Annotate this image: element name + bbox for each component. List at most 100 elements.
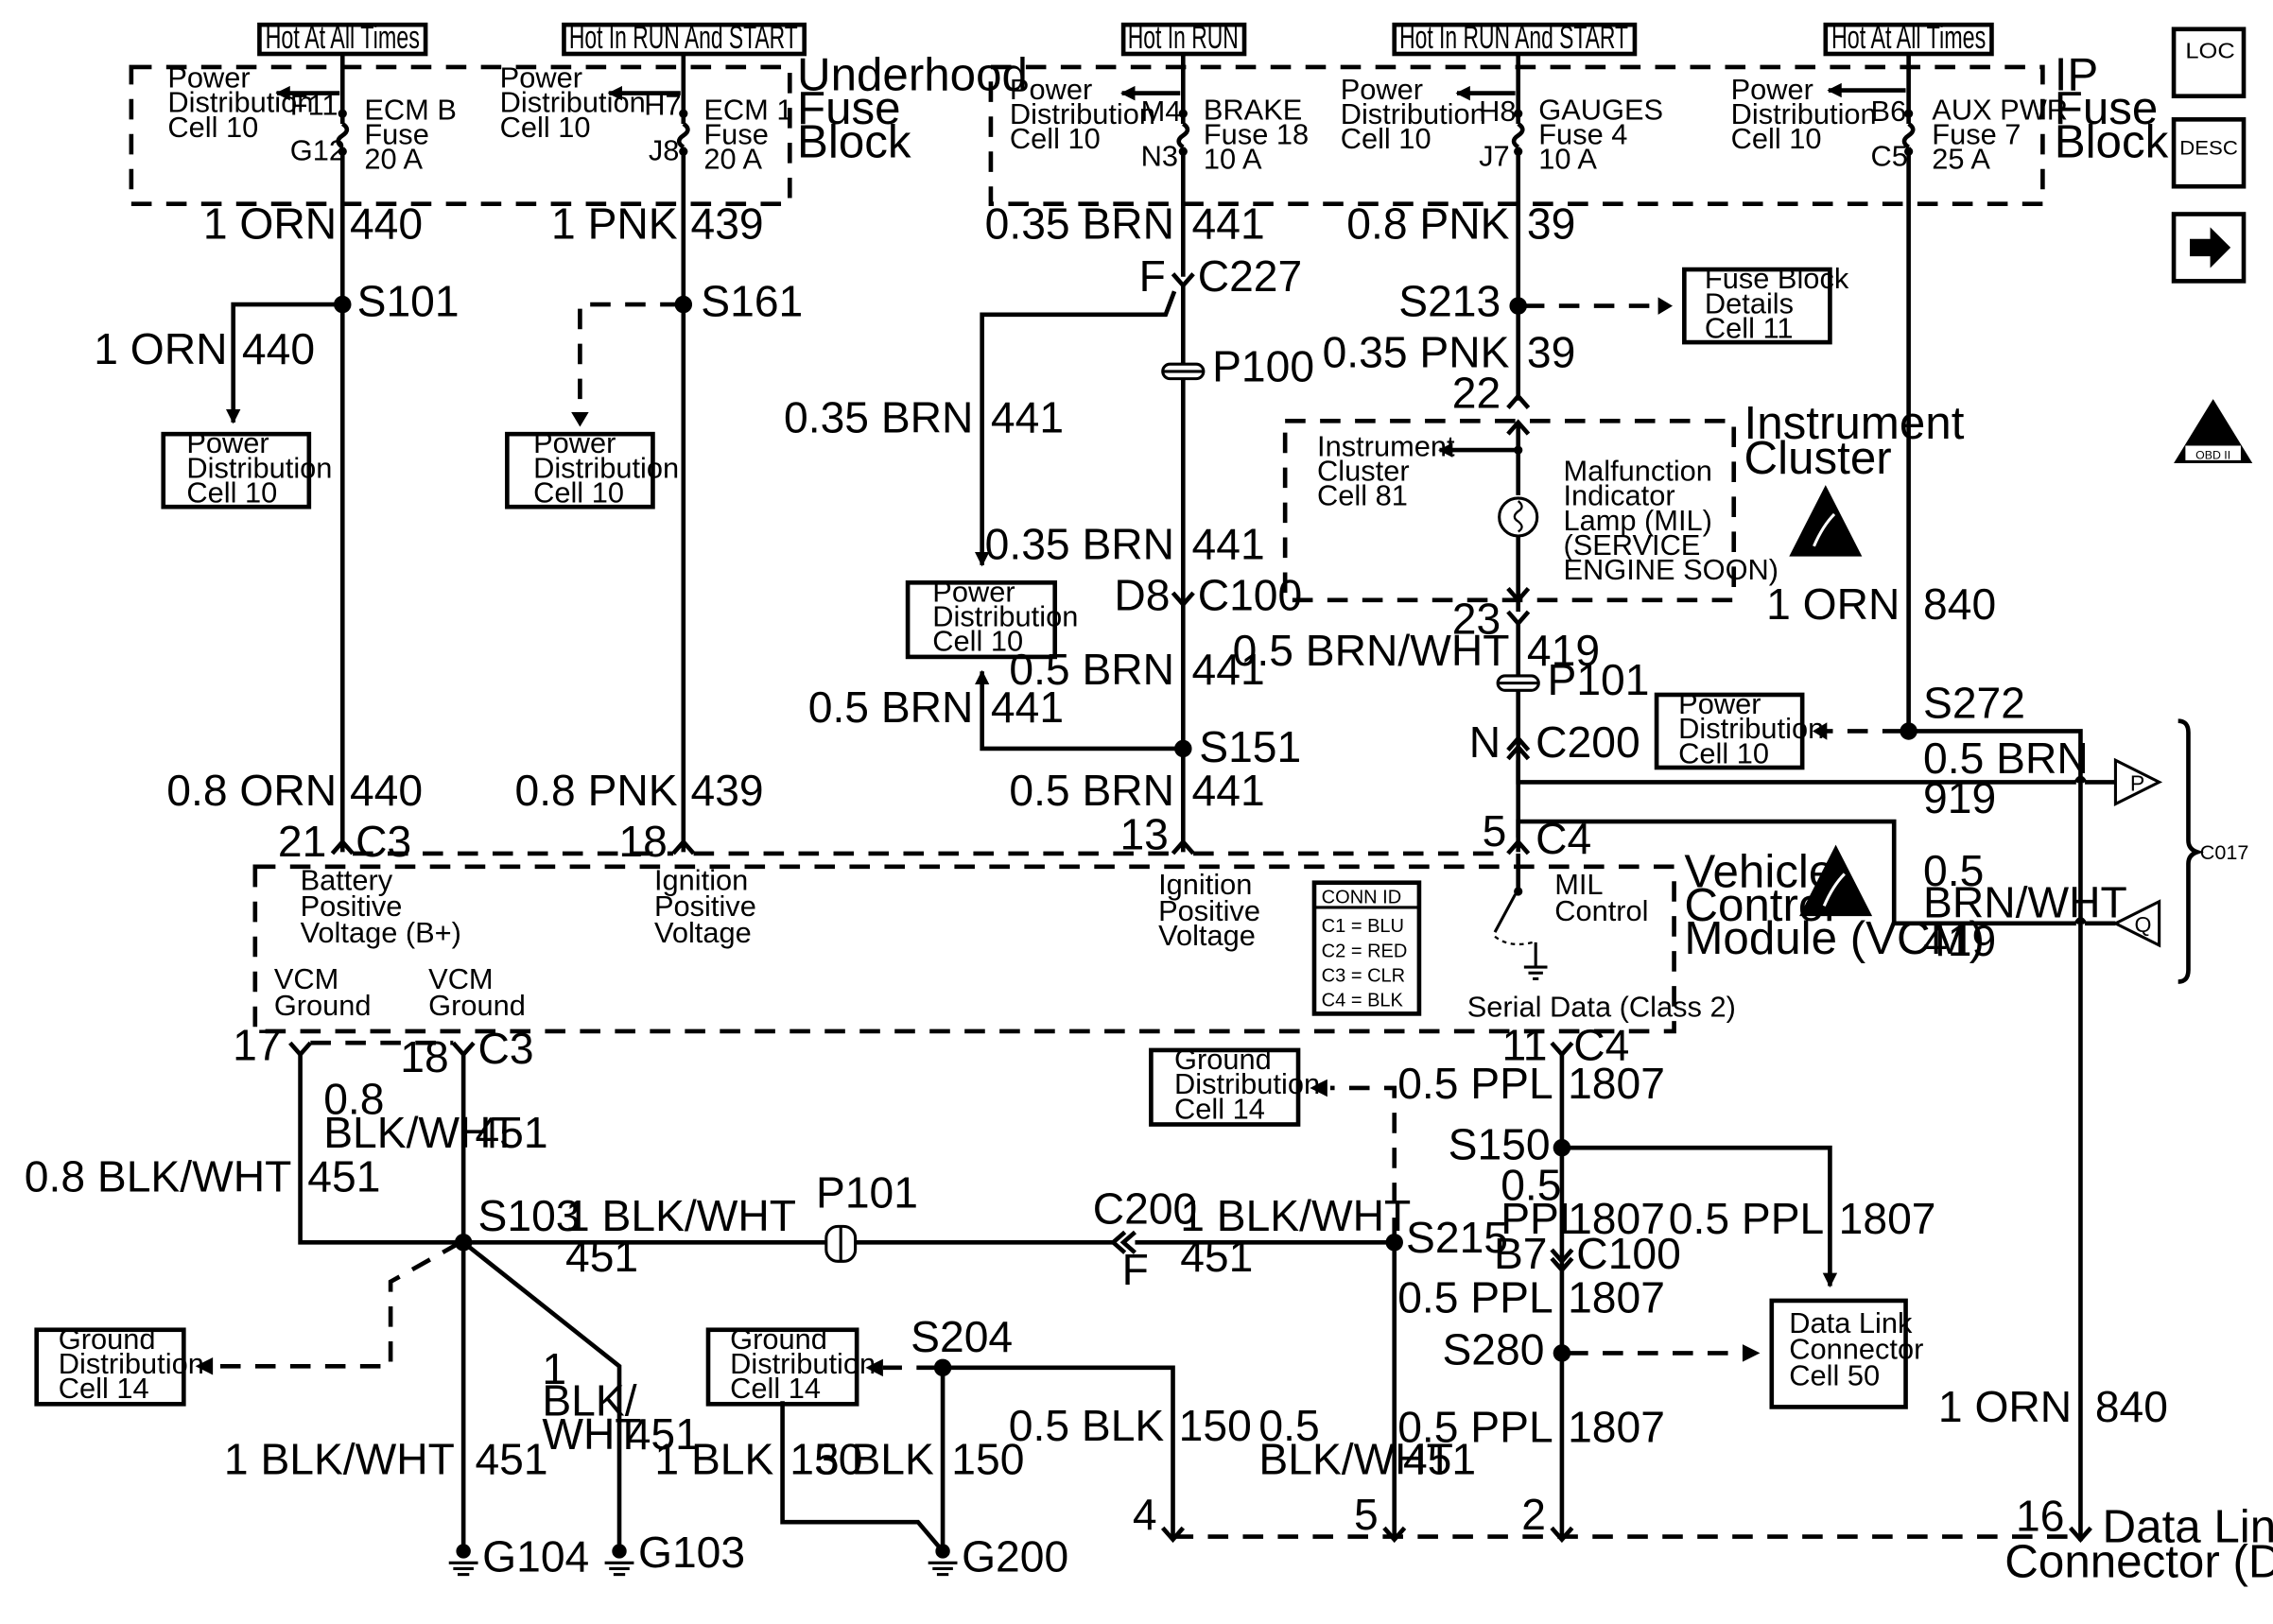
connector-p100: P100 bbox=[1161, 342, 1314, 391]
svg-text:WHT: WHT bbox=[542, 1409, 641, 1459]
svg-text:451: 451 bbox=[307, 1151, 380, 1201]
svg-text:S101: S101 bbox=[357, 276, 460, 325]
loc-icon[interactable]: LOC bbox=[2171, 26, 2247, 99]
svg-text:Cell 14: Cell 14 bbox=[1174, 1092, 1265, 1125]
svg-text:Voltage (B+): Voltage (B+) bbox=[301, 916, 461, 949]
vcm-connectors-top: 21 C3 18 13 5 C4 bbox=[278, 806, 1591, 866]
svg-text:0.5 PPL: 0.5 PPL bbox=[1397, 1059, 1553, 1108]
svg-text:18: 18 bbox=[400, 1032, 448, 1081]
svg-text:0.5: 0.5 bbox=[1923, 846, 1984, 895]
box-dlc-cell-50[interactable]: Data Link Connector Cell 50 bbox=[1769, 1298, 1924, 1409]
svg-text:Cell 10: Cell 10 bbox=[167, 111, 258, 144]
svg-text:Power: Power bbox=[533, 426, 616, 459]
svg-text:H8: H8 bbox=[1479, 95, 1516, 128]
svg-text:Distribution: Distribution bbox=[59, 1347, 204, 1380]
svg-text:Malfunction: Malfunction bbox=[1563, 454, 1711, 487]
svg-text:Hot In RUN: Hot In RUN bbox=[1128, 20, 1239, 56]
splice-s103: S103 bbox=[195, 1191, 826, 1551]
svg-text:Data Link: Data Link bbox=[1789, 1306, 1913, 1339]
svg-text:S103: S103 bbox=[478, 1191, 581, 1240]
svg-text:MIL: MIL bbox=[1554, 868, 1603, 901]
svg-text:PPL: PPL bbox=[1501, 1194, 1583, 1243]
svg-text:17: 17 bbox=[233, 1021, 281, 1070]
svg-text:F11: F11 bbox=[290, 89, 338, 122]
svg-text:D8: D8 bbox=[1114, 571, 1170, 620]
svg-text:ECM 1: ECM 1 bbox=[703, 93, 792, 126]
dlc-connector: 4 5 2 16 1 ORN 840 Data Link Connector (… bbox=[1133, 1382, 2273, 1588]
svg-text:Fuse: Fuse bbox=[364, 118, 428, 151]
svg-text:C3: C3 bbox=[478, 1024, 534, 1073]
svg-text:C4 = BLK: C4 = BLK bbox=[1322, 991, 1404, 1011]
svg-text:0.8 ORN: 0.8 ORN bbox=[166, 766, 337, 815]
svg-text:Fuse 4: Fuse 4 bbox=[1538, 118, 1627, 151]
svg-text:S150: S150 bbox=[1449, 1119, 1551, 1168]
svg-text:CONN ID: CONN ID bbox=[1322, 887, 1402, 907]
next-arrow-icon[interactable] bbox=[2171, 212, 2247, 284]
svg-text:150: 150 bbox=[789, 1434, 862, 1483]
fuse-ecm-b: F11 G12 ECM B Fuse 20 A Power Distributi… bbox=[167, 54, 457, 853]
connector-c200-n: N C200 bbox=[1469, 717, 1640, 767]
wire-39-upper: 0.8 PNK 39 bbox=[1346, 199, 1575, 249]
svg-text:Distribution: Distribution bbox=[1678, 712, 1824, 745]
box-gd-s215[interactable]: Ground Distribution Cell 14 bbox=[1149, 1043, 1320, 1127]
hot-label-3: Hot In RUN bbox=[1120, 20, 1247, 57]
desc-icon[interactable]: DESC bbox=[2171, 117, 2247, 189]
svg-text:419: 419 bbox=[1527, 626, 1600, 675]
box-gd-s103[interactable]: Ground Distribution Cell 14 bbox=[34, 1322, 204, 1407]
hot-label-1: Hot At All Times bbox=[257, 20, 428, 57]
svg-text:25 A: 25 A bbox=[1932, 143, 1990, 176]
svg-text:S151: S151 bbox=[1199, 722, 1301, 771]
svg-text:(SERVICE: (SERVICE bbox=[1563, 528, 1700, 561]
svg-text:1 ORN: 1 ORN bbox=[1938, 1382, 2072, 1431]
svg-text:Cell 10: Cell 10 bbox=[500, 111, 591, 144]
box-pd-c227[interactable]: Power Distribution Cell 10 bbox=[905, 575, 1078, 660]
connector-c200-f: C200 F 1 BLK/WHT 451 bbox=[1093, 1183, 1411, 1294]
svg-text:Hot At All Times: Hot At All Times bbox=[266, 20, 420, 56]
svg-text:Details: Details bbox=[1705, 286, 1794, 320]
svg-text:Power: Power bbox=[1010, 73, 1092, 106]
box-fuse-block-details[interactable]: Fuse Block Details Cell 11 bbox=[1682, 262, 1849, 344]
svg-text:21: 21 bbox=[278, 817, 326, 866]
connector-c100-d8: D8 C100 bbox=[1114, 571, 1302, 620]
connector-q: Q bbox=[2111, 899, 2161, 948]
wire-1807-mid: 0.5 PPL 1807 bbox=[1501, 1161, 1665, 1243]
wire-1807: 0.5 PPL 1807 bbox=[1397, 1054, 1665, 1537]
svg-text:1807: 1807 bbox=[1568, 1194, 1665, 1243]
connector-p101-a: P101 bbox=[1496, 655, 1649, 704]
svg-text:451: 451 bbox=[475, 1434, 547, 1483]
svg-text:Distribution: Distribution bbox=[186, 451, 332, 484]
svg-text:919: 919 bbox=[1923, 773, 1996, 822]
svg-text:Vehicle: Vehicle bbox=[1684, 845, 1834, 897]
svg-text:Cell 10: Cell 10 bbox=[1731, 122, 1822, 155]
box-gd-s204[interactable]: Ground Distribution Cell 14 bbox=[705, 1322, 876, 1407]
box-pd-s272[interactable]: Power Distribution Cell 10 bbox=[1654, 687, 1824, 769]
svg-text:Distribution: Distribution bbox=[1731, 97, 1877, 130]
box-pd-s161[interactable]: Power Distribution Cell 10 bbox=[505, 426, 679, 510]
svg-text:0.5 BRN: 0.5 BRN bbox=[808, 682, 974, 732]
svg-text:451: 451 bbox=[1180, 1232, 1253, 1281]
splice-s272: S272 bbox=[1812, 679, 2083, 1542]
svg-text:G12: G12 bbox=[290, 133, 345, 166]
svg-text:Voltage: Voltage bbox=[1158, 919, 1256, 952]
svg-text:Power: Power bbox=[167, 60, 250, 94]
svg-text:Power: Power bbox=[932, 575, 1015, 608]
svg-text:C5: C5 bbox=[1871, 140, 1908, 173]
vcm-ground-labels: VCM Ground VCM Ground bbox=[274, 962, 526, 1022]
svg-text:4: 4 bbox=[1133, 1490, 1157, 1539]
svg-text:AUX PWR: AUX PWR bbox=[1932, 93, 2068, 126]
svg-text:Cell 14: Cell 14 bbox=[59, 1372, 149, 1405]
box-pd-s101[interactable]: Power Distribution Cell 10 bbox=[161, 426, 333, 510]
connector-c017: C017 bbox=[2178, 718, 2248, 984]
svg-text:Positive: Positive bbox=[654, 890, 756, 923]
svg-text:1807: 1807 bbox=[1839, 1194, 1936, 1243]
svg-text:M4: M4 bbox=[1141, 95, 1182, 128]
svg-text:Fuse Block: Fuse Block bbox=[1705, 262, 1849, 295]
svg-text:B7: B7 bbox=[1494, 1229, 1548, 1278]
wire-441-upper: 0.35 BRN 441 bbox=[985, 199, 1265, 249]
svg-text:441: 441 bbox=[1192, 645, 1265, 694]
svg-text:13: 13 bbox=[1119, 809, 1168, 858]
svg-text:GAUGES: GAUGES bbox=[1538, 93, 1663, 126]
svg-text:Cell 10: Cell 10 bbox=[1678, 736, 1769, 769]
svg-text:Connector: Connector bbox=[1789, 1333, 1923, 1366]
svg-text:Distribution: Distribution bbox=[167, 86, 313, 119]
